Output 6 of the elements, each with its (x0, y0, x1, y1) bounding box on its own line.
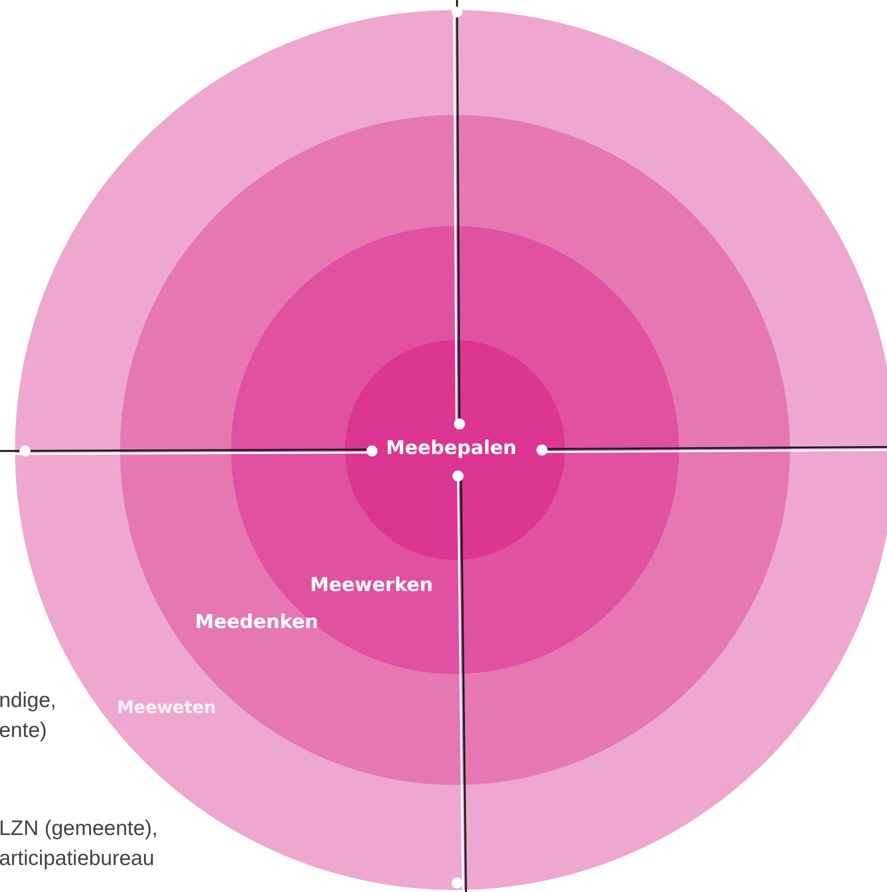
ring-label: Meewerken (310, 576, 434, 595)
note-text: LZN (gemeente), articipatiebureau (0, 816, 159, 872)
ring-label: Meedenken (195, 613, 318, 632)
ring-label: Meebepalen (386, 439, 517, 458)
note-text: ndige, ente) (0, 688, 58, 744)
ring-label: Meeweten (117, 700, 216, 717)
